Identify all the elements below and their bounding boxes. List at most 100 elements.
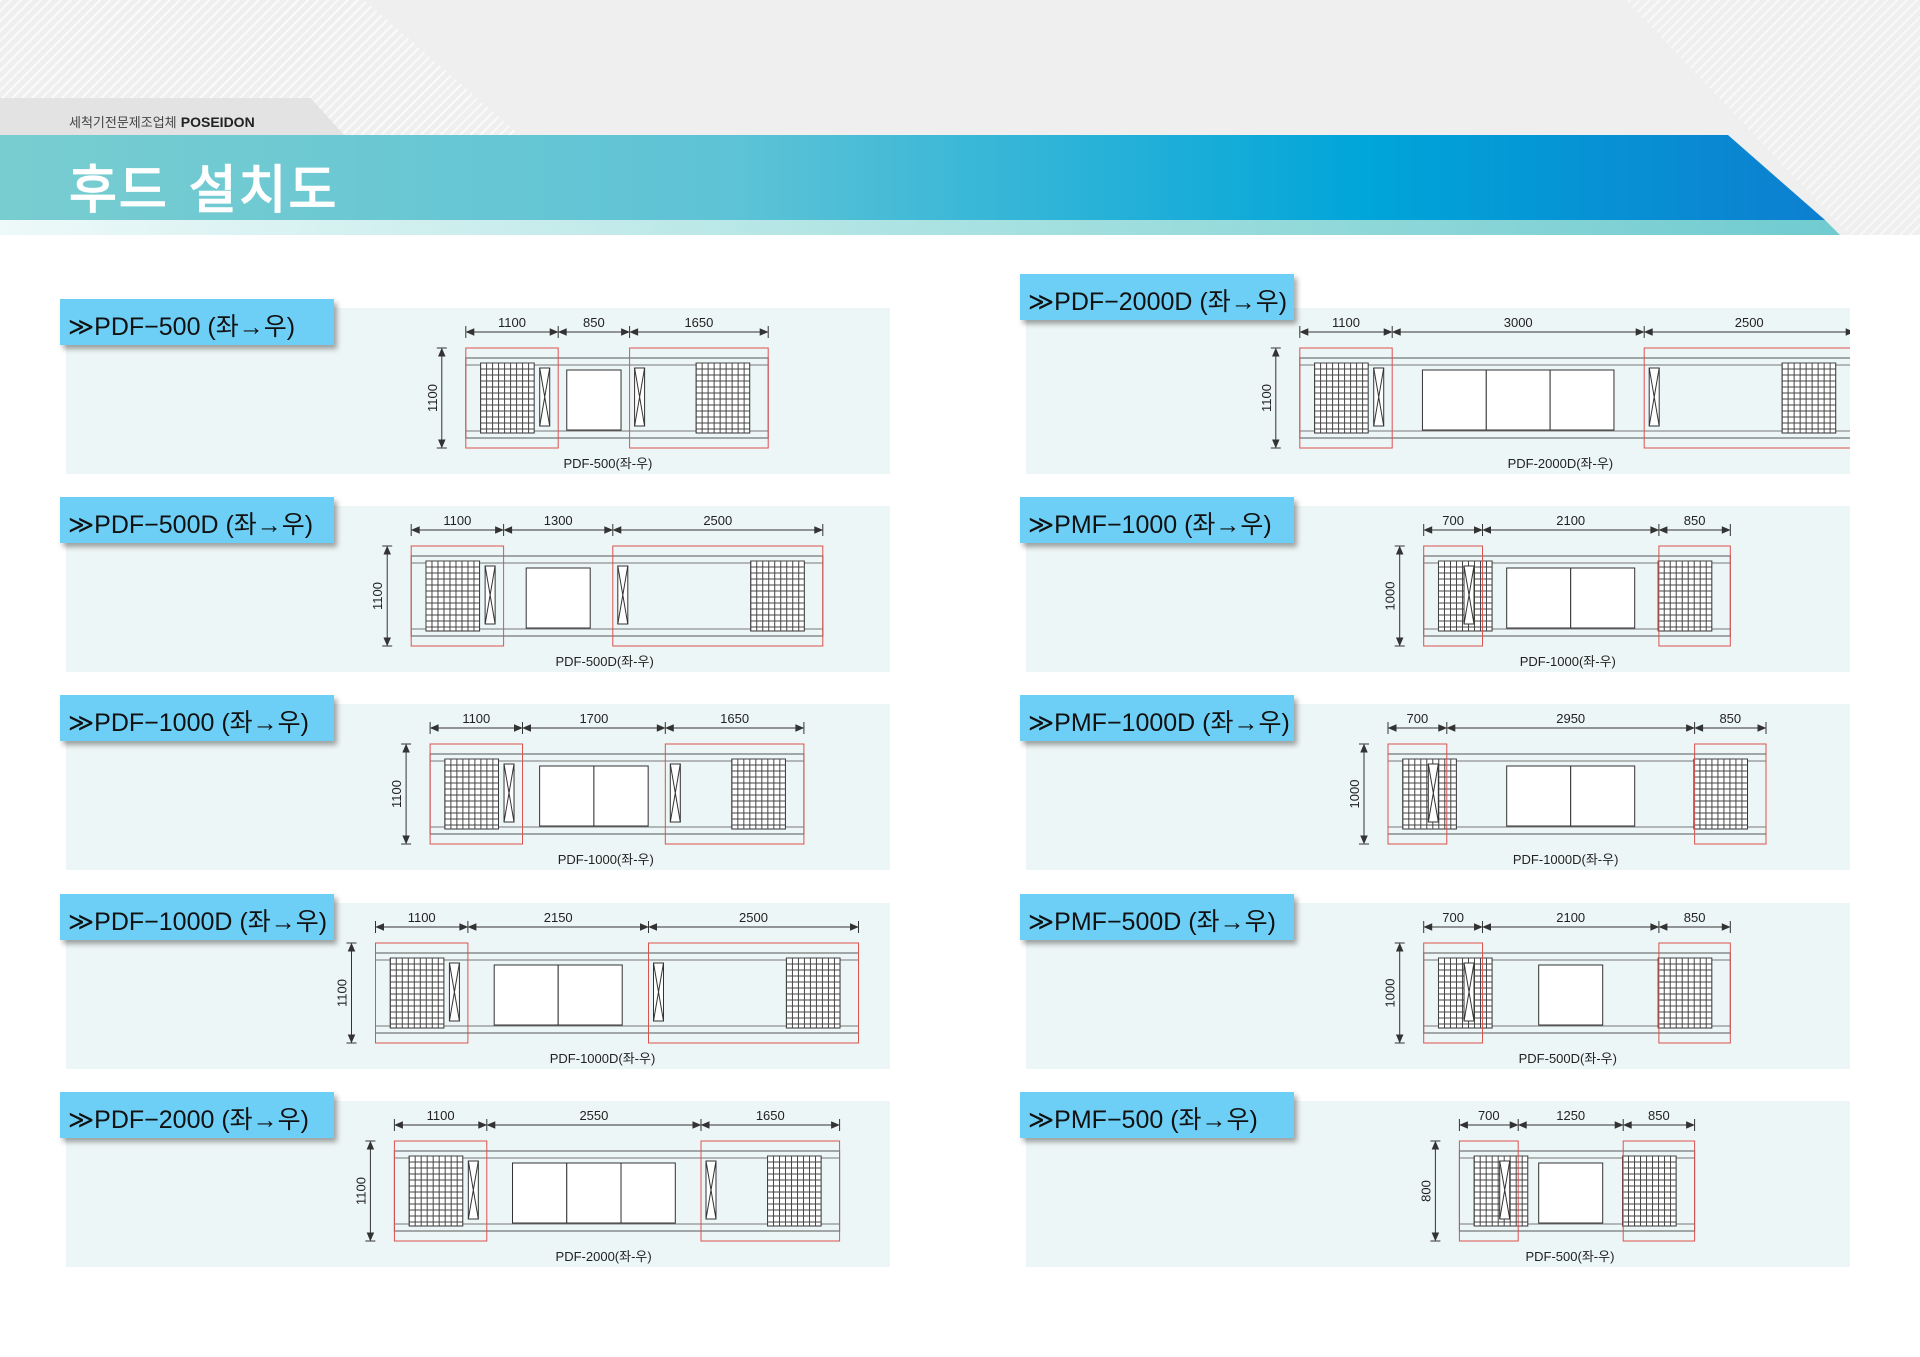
model-label: ≫PMF−1000D (좌→우) — [1020, 695, 1294, 741]
window-pane — [512, 1162, 568, 1224]
model-caption: PDF-500D(좌-우) — [555, 654, 653, 669]
dimension-label: 2500 — [703, 513, 732, 528]
dimension-label: 2950 — [1556, 711, 1585, 726]
dimension-label: 1650 — [720, 711, 749, 726]
window-pane — [1570, 765, 1636, 827]
model-caption: PDF-2000D(좌-우) — [1508, 456, 1614, 471]
right-section-outline — [664, 743, 805, 845]
left-section-outline — [1299, 347, 1393, 449]
arrow-icon — [486, 1121, 702, 1129]
right-section-outline — [1658, 942, 1731, 1044]
left-section-outline — [429, 743, 524, 845]
dimension-label: 1650 — [756, 1108, 785, 1123]
title-bar — [0, 135, 1825, 220]
window-pane — [1506, 567, 1572, 629]
dimension-label: 700 — [1442, 513, 1464, 528]
model-label: ≫PDF−1000D (좌→우) — [60, 894, 334, 940]
window-pane — [593, 765, 649, 827]
right-section-outline — [648, 942, 859, 1044]
arrow-icon — [629, 328, 769, 336]
dimension-label: 850 — [1684, 513, 1706, 528]
arrow-icon — [429, 724, 523, 732]
arrow-icon — [1658, 923, 1731, 931]
model-caption: PDF-2000(좌-우) — [556, 1249, 652, 1264]
arrow-icon — [1694, 724, 1767, 732]
arrow-icon — [1423, 923, 1483, 931]
left-section-outline — [1458, 1140, 1519, 1242]
right-section-outline — [612, 545, 824, 647]
window-pane — [1538, 1162, 1604, 1224]
model-label: ≫PDF−1000 (좌→우) — [60, 695, 334, 741]
arrow-icon — [1423, 526, 1483, 534]
height-label: 1000 — [1383, 979, 1398, 1008]
model-label: ≫PDF−2000D (좌→우) — [1020, 274, 1294, 320]
dimension-label: 2100 — [1556, 910, 1585, 925]
dimension-label: 1650 — [684, 315, 713, 330]
arrow-icon — [557, 328, 630, 336]
arrow-icon — [1299, 328, 1393, 336]
arrow-icon — [410, 526, 504, 534]
model-caption: PDF-500D(좌-우) — [1519, 1051, 1617, 1066]
dimension-label: 1100 — [498, 315, 526, 330]
arrow-icon — [1482, 526, 1660, 534]
title-bar-strip — [0, 220, 1840, 235]
height-label: 1100 — [335, 979, 350, 1007]
arrow-icon — [1643, 328, 1850, 336]
height-label: 1000 — [1383, 582, 1398, 611]
right-section-outline — [1622, 1140, 1696, 1242]
company-text: 세척기전문제조업체 — [69, 116, 177, 131]
model-caption: PDF-1000(좌-우) — [558, 852, 654, 867]
arrow-icon — [1446, 724, 1695, 732]
arrow-icon — [648, 923, 859, 931]
arrow-icon — [1482, 923, 1660, 931]
window-pane — [493, 964, 559, 1026]
dimension-label: 700 — [1442, 910, 1464, 925]
dimension-label: 700 — [1478, 1108, 1500, 1123]
model-caption: PDF-500(좌-우) — [1525, 1249, 1614, 1264]
model-caption: PDF-500(좌-우) — [563, 456, 652, 471]
arrow-icon — [1387, 724, 1448, 732]
arrow-icon — [1517, 1121, 1624, 1129]
dimension-label: 2500 — [739, 910, 768, 925]
model-label: ≫PDF−2000 (좌→우) — [60, 1092, 334, 1138]
dimension-label: 850 — [1648, 1108, 1670, 1123]
window-pane — [1506, 765, 1572, 827]
company-line: 세척기전문제조업체 POSEIDON — [69, 112, 255, 131]
height-label: 1100 — [370, 582, 385, 610]
dimension-label: 1100 — [462, 711, 490, 726]
window-pane — [557, 964, 623, 1026]
model-label: ≫PDF−500D (좌→우) — [60, 497, 334, 543]
height-label: 1000 — [1347, 780, 1362, 809]
arrow-icon — [700, 1121, 840, 1129]
dimension-label: 850 — [1719, 711, 1741, 726]
window-pane — [1538, 964, 1604, 1026]
window-pane — [1421, 369, 1487, 431]
arrow-icon — [394, 1121, 488, 1129]
height-label: 1100 — [389, 780, 404, 808]
dimension-label: 700 — [1407, 711, 1429, 726]
height-label: 800 — [1418, 1180, 1433, 1202]
model-label: ≫PMF−500D (좌→우) — [1020, 894, 1294, 940]
dimension-label: 850 — [583, 315, 605, 330]
dimension-label: 3000 — [1504, 315, 1533, 330]
model-label: ≫PDF−500 (좌→우) — [60, 299, 334, 345]
window-pane — [1570, 567, 1636, 629]
dimension-label: 2550 — [579, 1108, 608, 1123]
arrow-icon — [375, 923, 469, 931]
window-pane — [525, 567, 591, 629]
model-label: ≫PMF−1000 (좌→우) — [1020, 497, 1294, 543]
dimension-label: 850 — [1684, 910, 1706, 925]
left-section-outline — [1423, 942, 1484, 1044]
model-caption: PDF-1000D(좌-우) — [550, 1051, 656, 1066]
